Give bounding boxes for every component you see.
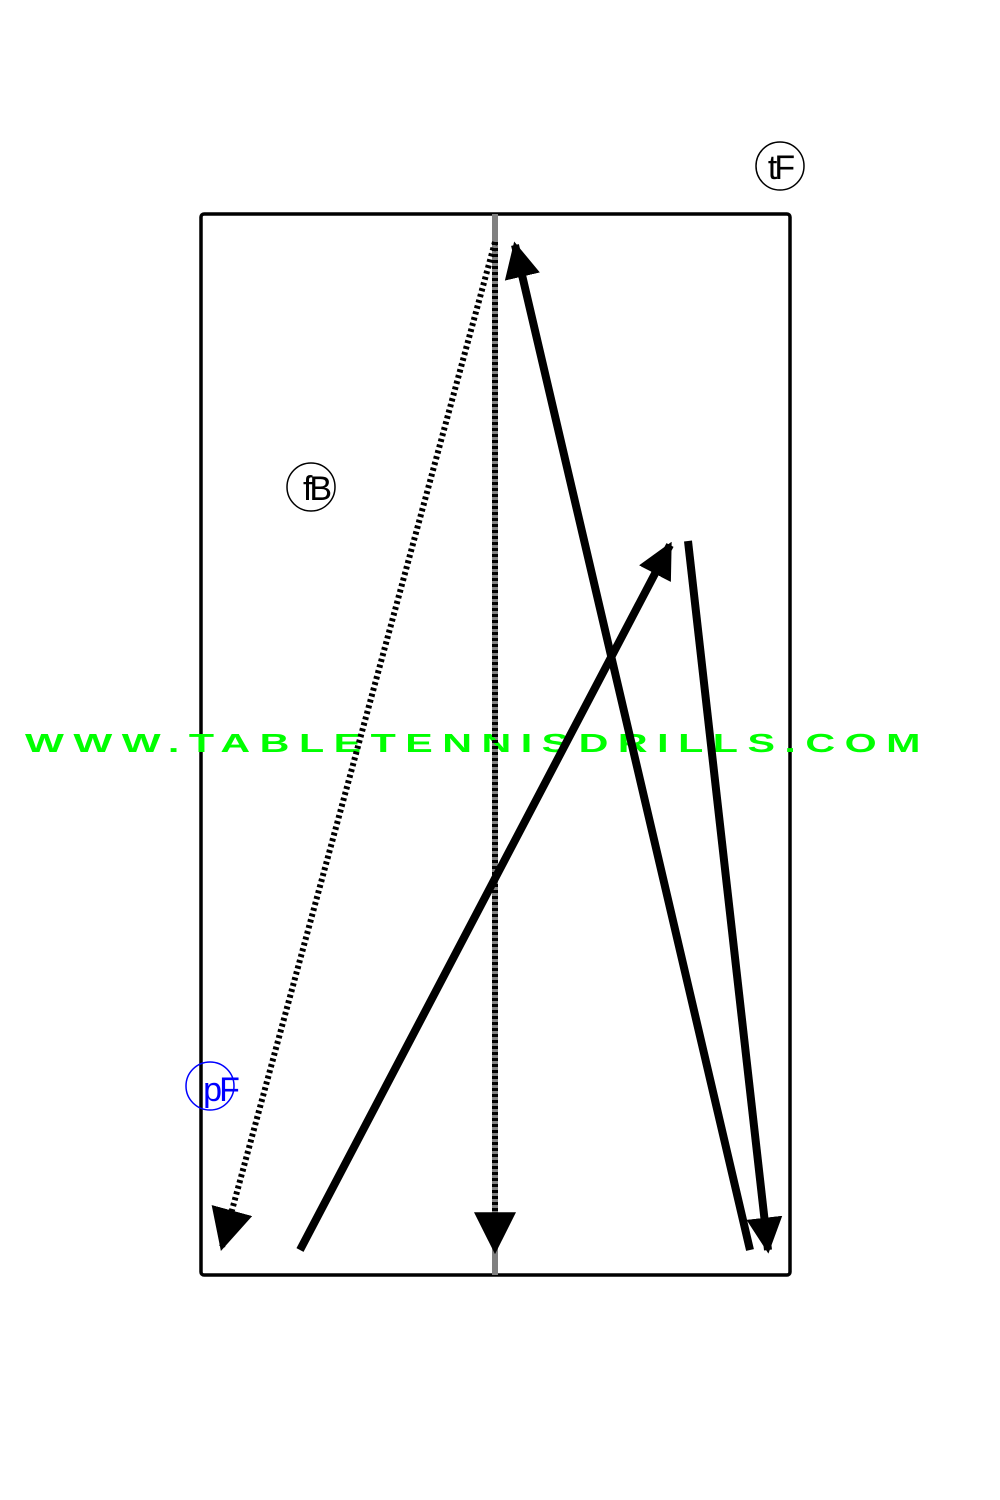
watermark: WWW.TABLETENNISDRILLS.COM: [25, 728, 930, 758]
label-upper-left-text: fB: [303, 470, 330, 508]
label-lower-left-circle: [185, 1061, 235, 1111]
arrow-serve-to-far-center: [504, 241, 754, 1251]
label-top-right-circle: [755, 141, 805, 191]
arrow-near-left-to-mid-right: [296, 541, 674, 1252]
label-top-right: tF: [755, 141, 805, 191]
arrow-mid-right-to-near-right: [684, 540, 783, 1254]
label-upper-left: fB: [286, 462, 336, 512]
label-top-right-text: tF: [768, 149, 794, 187]
label-upper-left-circle: [286, 462, 336, 512]
label-lower-left: pF: [185, 1061, 242, 1111]
label-lower-left-text: pF: [203, 1071, 239, 1109]
